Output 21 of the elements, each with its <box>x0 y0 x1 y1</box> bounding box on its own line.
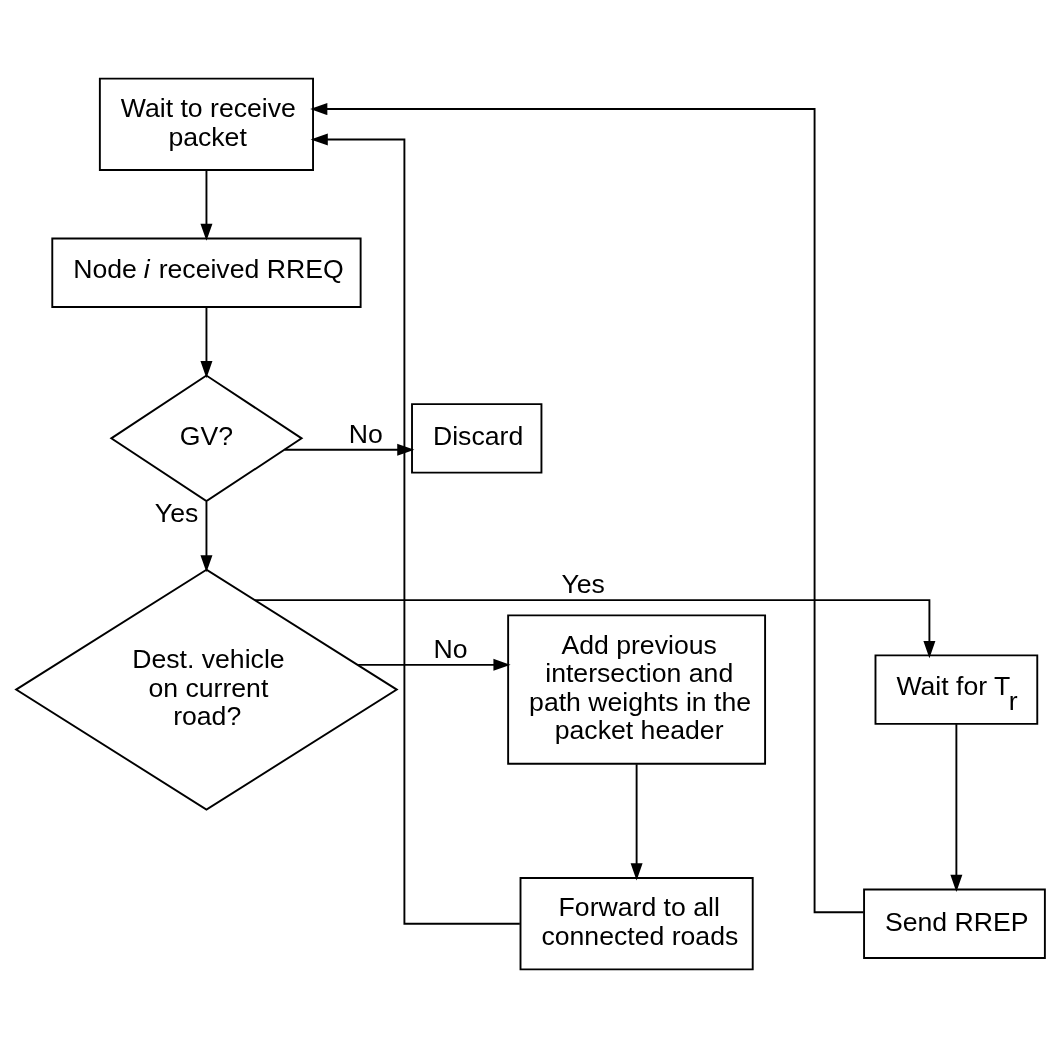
arrow <box>357 658 511 671</box>
node-box: Node i received RREQ <box>51 237 362 308</box>
arrow <box>254 599 936 659</box>
edge-label: No <box>433 633 468 664</box>
node-diamond: GV? <box>109 374 304 503</box>
arrow <box>950 723 963 892</box>
node-box: Add previous intersection and path weights in the packet header <box>507 614 767 765</box>
arrow <box>630 763 643 881</box>
arrow <box>200 306 213 379</box>
edge-label: Yes <box>561 568 605 599</box>
node-box: Send RREP <box>863 888 1046 959</box>
node-diamond: Dest. vehicle on current road? <box>14 568 399 811</box>
node-box: Forward to all connected roads <box>519 877 754 971</box>
arrow <box>200 169 213 241</box>
arrow <box>310 133 521 925</box>
arrow <box>283 443 415 456</box>
node-box: Wait to receive packet <box>98 77 314 171</box>
arrow <box>310 103 865 914</box>
edge-label: No <box>348 418 383 449</box>
arrow <box>200 500 213 573</box>
node-box: Discard <box>411 403 543 474</box>
